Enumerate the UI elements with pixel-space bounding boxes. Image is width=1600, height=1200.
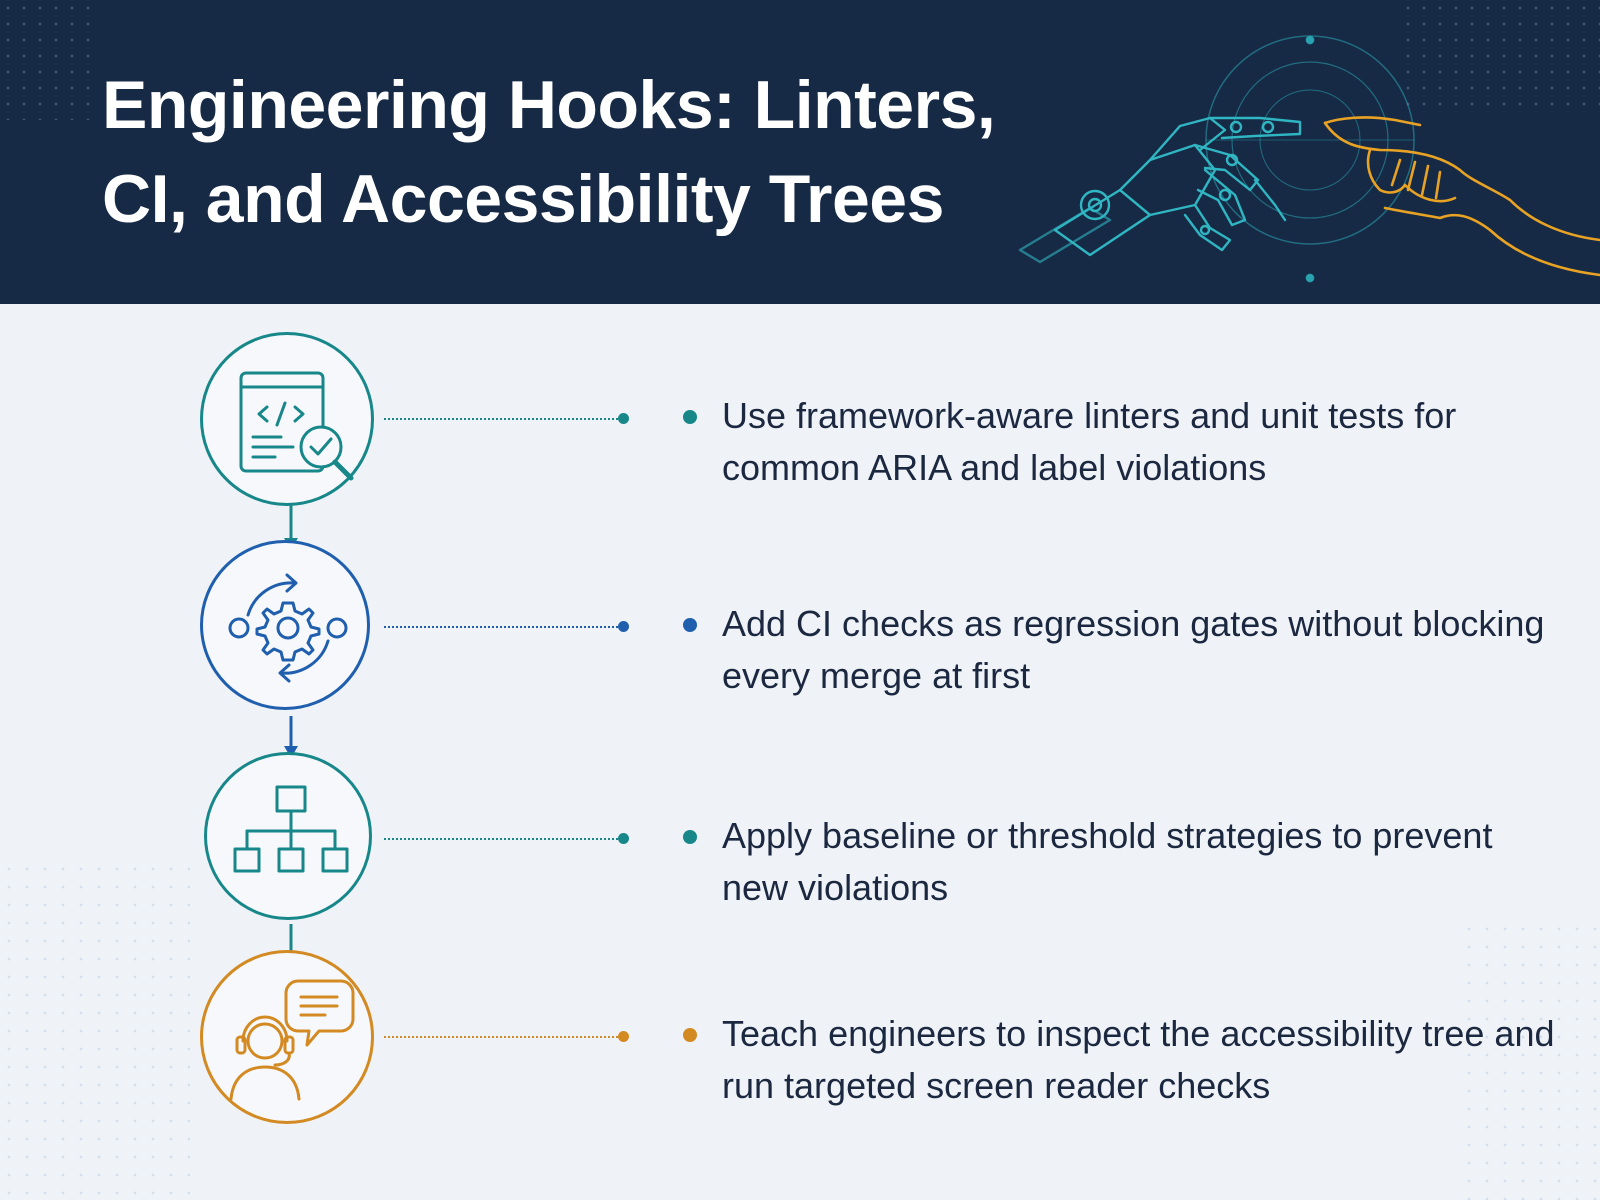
step-1-connector (384, 418, 618, 420)
title-line-1: Engineering Hooks: Linters, (102, 67, 996, 143)
step-4-connector (384, 1036, 618, 1038)
step-2-text: Add CI checks as regression gates withou… (722, 603, 1545, 696)
step-baseline: Apply baseline or threshold strategies t… (200, 752, 1580, 932)
robot-hand-icon (1018, 116, 1302, 264)
step-4-text: Teach engineers to inspect the accessibi… (722, 1013, 1555, 1106)
step-3-connector (384, 838, 618, 840)
step-3-connector-end (618, 833, 629, 844)
step-3-text: Apply baseline or threshold strategies t… (722, 815, 1493, 908)
ci-cycle-gear-icon (228, 573, 348, 683)
step-4-bullet (683, 1028, 697, 1042)
step-1-text: Use framework-aware linters and unit tes… (722, 395, 1457, 488)
target-rings (1205, 35, 1415, 283)
step-accessibility-tree: Teach engineers to inspect the accessibi… (200, 950, 1580, 1130)
human-hand-icon (1323, 116, 1600, 277)
step-3-bullet (683, 830, 697, 844)
header-dot-grid-left (0, 0, 90, 120)
step-3-circle (204, 752, 372, 920)
step-2-connector (384, 626, 618, 628)
step-2-connector-end (618, 621, 629, 632)
screen-reader-user-icon (229, 979, 355, 1101)
header-banner: Engineering Hooks: Linters, CI, and Acce… (0, 0, 1600, 304)
step-1-circle (200, 332, 374, 506)
background-dot-grid-left (0, 860, 190, 1200)
step-2-bullet (683, 618, 697, 632)
tree-hierarchy-icon (233, 785, 349, 873)
background-dot-grid-right (1460, 920, 1600, 1200)
header-dot-grid-right (1400, 0, 1600, 110)
step-1-connector-end (618, 413, 629, 424)
step-4-connector-end (618, 1031, 629, 1042)
step-4-circle (200, 950, 374, 1124)
page-title: Engineering Hooks: Linters, CI, and Acce… (102, 58, 1082, 246)
step-1-bullet (683, 410, 697, 424)
step-linters: Use framework-aware linters and unit tes… (200, 332, 1580, 512)
step-ci-checks: Add CI checks as regression gates withou… (200, 540, 1580, 720)
robot-and-human-hands-illustration (1018, 35, 1600, 283)
code-review-icon (239, 371, 354, 481)
step-2-circle (200, 540, 370, 710)
title-line-2: CI, and Accessibility Trees (102, 161, 944, 237)
